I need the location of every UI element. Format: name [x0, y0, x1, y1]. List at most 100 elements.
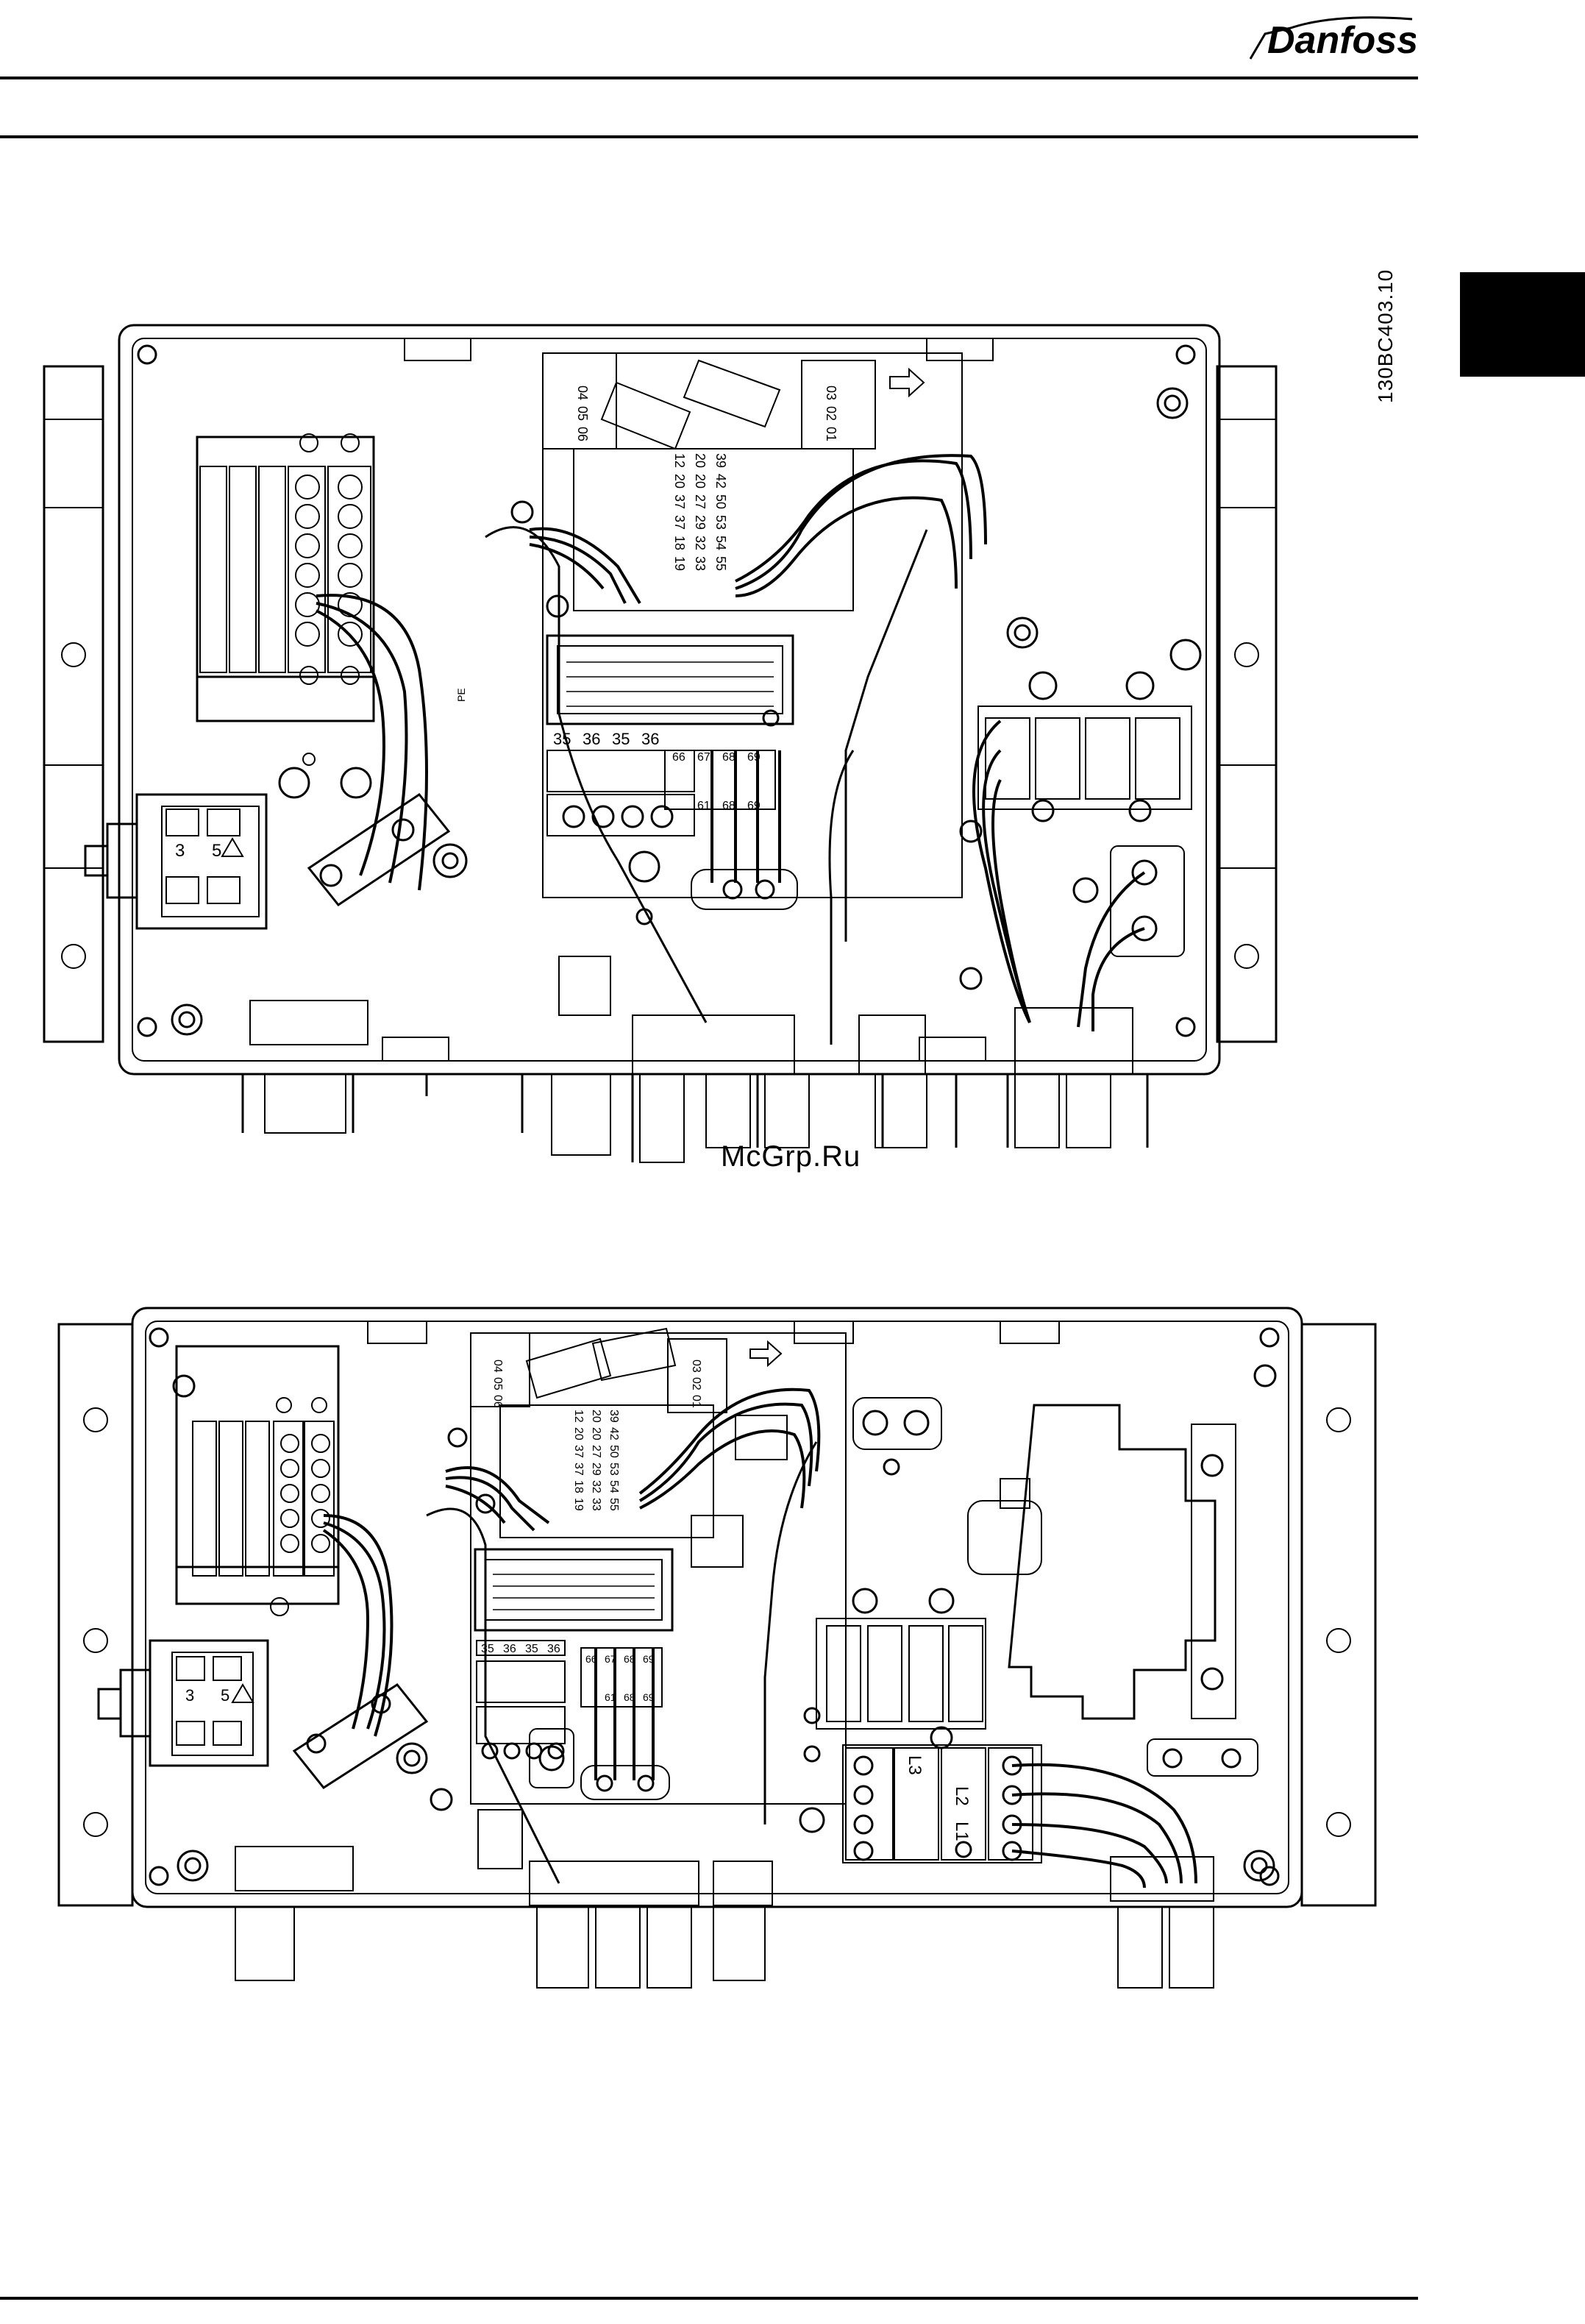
control-terminal: 42: [713, 474, 728, 488]
arrow-icon: [890, 369, 924, 396]
relay-terminal-number: 35: [553, 730, 571, 748]
mains-terminal-block: [843, 1745, 1041, 1863]
switch-number: 3: [185, 1686, 194, 1705]
control-terminal: 33: [590, 1498, 602, 1511]
control-terminal: 20: [590, 1410, 602, 1423]
relay-label: 05: [575, 406, 590, 421]
relay-terminal-number: 35: [612, 730, 630, 748]
ribbon-connector: [475, 1549, 672, 1630]
enclosure-drawing-bottom: 04 05 06 03 02 01 12 20 37 37 18 19 20 2…: [0, 1295, 1397, 2016]
control-cable-clamp: [691, 870, 797, 909]
control-terminal: 19: [672, 556, 687, 571]
right-mounting-rail: [1217, 366, 1276, 1042]
relay-terminal-number: 36: [583, 730, 600, 748]
side-label: PE: [455, 688, 467, 702]
analog-terminal: 61: [697, 800, 710, 812]
control-terminal: 54: [713, 536, 728, 550]
control-terminal: 54: [608, 1480, 620, 1493]
mains-terminal-label: L1: [952, 1822, 972, 1841]
enclosure-drawing-top: 04 05 06 03 02 01 12 20 37 37 18 19 20 2…: [0, 309, 1397, 1177]
mains-terminal-label: L2: [952, 1786, 972, 1806]
control-terminal: 37: [572, 1463, 585, 1476]
drawing-1-labels: 04 05 06 03 02 01 12 20 37 37 18 19 20 2…: [175, 385, 838, 861]
mains-terminal-label: L3: [905, 1755, 925, 1775]
power-module: [968, 1405, 1236, 1719]
header-rule-bottom: [0, 135, 1418, 138]
control-terminal: 12: [672, 453, 687, 468]
control-terminal: 55: [713, 556, 728, 571]
control-terminal: 20: [693, 453, 708, 468]
analog-terminal: 67: [605, 1653, 616, 1665]
motor-terminal-block: [197, 434, 374, 765]
disconnect-switch: [85, 795, 266, 928]
right-mounting-rail: [1302, 1324, 1375, 1905]
relay-terminal-number: 35: [525, 1643, 538, 1655]
control-terminal: 39: [713, 453, 728, 468]
relay-label: 01: [824, 427, 838, 441]
analog-terminal: 69: [747, 751, 761, 764]
motor-terminal-block: [177, 1346, 338, 1616]
control-terminal: 55: [608, 1498, 620, 1511]
relay-label: 03: [824, 385, 838, 400]
analog-terminal: 69: [643, 1691, 655, 1703]
control-terminal: 20: [693, 474, 708, 488]
relay-label: 06: [491, 1395, 504, 1408]
header-rule-top: [0, 77, 1418, 79]
control-terminal: 19: [572, 1498, 585, 1511]
relay-label: 01: [690, 1395, 702, 1408]
analog-terminal: 68: [722, 751, 735, 764]
control-wiring: [316, 455, 1144, 1031]
control-terminal: 20: [572, 1427, 585, 1440]
control-wiring: [324, 1390, 1196, 1888]
control-terminal: 18: [672, 536, 687, 550]
control-terminal: 20: [590, 1427, 602, 1440]
analog-terminal: 68: [624, 1653, 635, 1665]
analog-terminal: 67: [697, 751, 710, 764]
switch-number: 5: [212, 841, 221, 861]
ribbon-connector: [547, 636, 793, 724]
control-terminal: 27: [590, 1445, 602, 1458]
control-terminal: 50: [608, 1445, 620, 1458]
control-terminal: 29: [590, 1463, 602, 1476]
relay-terminal-number: 36: [547, 1643, 560, 1655]
relay-label: 02: [824, 406, 838, 421]
relay-terminal-number: 35: [481, 1643, 494, 1655]
left-mounting-rail: [44, 366, 103, 1042]
control-terminal: 37: [672, 515, 687, 530]
left-mounting-rail: [59, 1324, 132, 1905]
control-terminal: 50: [713, 494, 728, 509]
control-terminal: 18: [572, 1480, 585, 1493]
relay-terminal-block: [805, 1589, 986, 1761]
danfoss-logo: Danfoss: [1247, 6, 1416, 66]
analog-terminal: 61: [605, 1691, 616, 1703]
relay-label: 05: [491, 1377, 504, 1390]
control-terminal: 32: [590, 1480, 602, 1493]
chapter-tab: [1460, 272, 1585, 377]
control-terminal: 29: [693, 515, 708, 530]
control-terminal: 53: [608, 1463, 620, 1476]
switch-number: 3: [175, 841, 185, 861]
relay-label: 04: [491, 1360, 504, 1373]
arrow-icon: [750, 1342, 781, 1365]
control-terminal: 12: [572, 1410, 585, 1423]
control-terminal: 32: [693, 536, 708, 550]
control-terminal: 53: [713, 515, 728, 530]
analog-terminal: 69: [747, 800, 761, 812]
footer-rule: [0, 2297, 1418, 2300]
control-terminal: 37: [572, 1445, 585, 1458]
analog-terminal: 66: [672, 751, 685, 764]
analog-terminal: 68: [722, 800, 735, 812]
analog-terminal: 68: [624, 1691, 635, 1703]
control-terminal: 42: [608, 1427, 620, 1440]
control-card: [449, 1329, 846, 1804]
cable-glands: [235, 1847, 1214, 1988]
enclosure-outline: [132, 1308, 1302, 1907]
control-terminal: 39: [608, 1410, 620, 1423]
control-terminal: 20: [672, 474, 687, 488]
analog-terminal: 69: [643, 1653, 655, 1665]
control-terminal: 27: [693, 494, 708, 509]
relay-terminal-number: 36: [641, 730, 659, 748]
control-terminal: 37: [672, 494, 687, 509]
relay-label: 04: [575, 385, 590, 400]
relay-terminal-number: 36: [503, 1643, 516, 1655]
